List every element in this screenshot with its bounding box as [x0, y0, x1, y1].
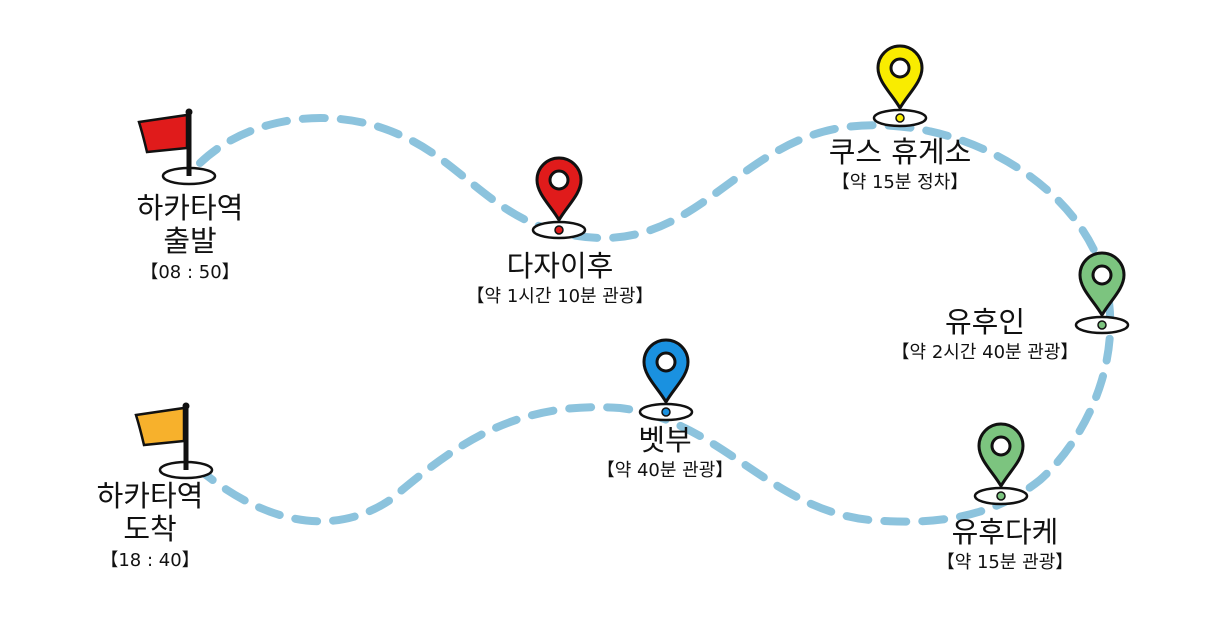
dazaifu-map-pin-icon	[531, 156, 587, 240]
end-time: 【18 : 40】	[100, 549, 200, 571]
start-name-line2: 출발	[163, 224, 217, 259]
yufudake-detail: 【약 15분 관광】	[936, 552, 1074, 574]
yufuin-name: 유후인	[944, 305, 1026, 339]
end-flag-icon	[134, 402, 214, 480]
beppu-map-pin-icon	[638, 338, 694, 422]
yufuin-label: 유후인 【약 2시간 40분 관광】	[860, 305, 1110, 364]
end-label: 하카타역 도착 【18 : 40】	[70, 479, 230, 571]
dazaifu-label: 다자이후 【약 1시간 10분 관광】	[440, 249, 680, 308]
start-name-line1: 하카타역	[136, 191, 244, 225]
kusu-detail: 【약 15분 정차】	[831, 172, 969, 194]
beppu-detail: 【약 40분 관광】	[596, 460, 734, 482]
dazaifu-name: 다자이후	[506, 249, 614, 283]
beppu-name: 벳부	[638, 423, 692, 457]
yufudake-map-pin-icon	[973, 422, 1029, 506]
yufuin-map-pin-icon	[1074, 251, 1130, 335]
beppu-label: 벳부 【약 40분 관광】	[570, 423, 760, 482]
yufuin-detail: 【약 2시간 40분 관광】	[891, 342, 1079, 364]
end-name-line1: 하카타역	[96, 479, 204, 513]
start-time: 【08 : 50】	[140, 261, 240, 283]
start-flag-icon	[137, 108, 217, 186]
start-label: 하카타역 출발 【08 : 50】	[110, 191, 270, 283]
route-path	[196, 114, 1115, 526]
dazaifu-detail: 【약 1시간 10분 관광】	[466, 286, 654, 308]
end-name-line2: 도착	[123, 512, 177, 547]
kusu-name: 쿠스 휴게소	[828, 135, 972, 169]
kusu-map-pin-icon	[872, 44, 928, 128]
kusu-label: 쿠스 휴게소 【약 15분 정차】	[790, 135, 1010, 194]
yufudake-label: 유후다케 【약 15분 관광】	[915, 515, 1095, 574]
yufudake-name: 유후다케	[951, 515, 1059, 549]
